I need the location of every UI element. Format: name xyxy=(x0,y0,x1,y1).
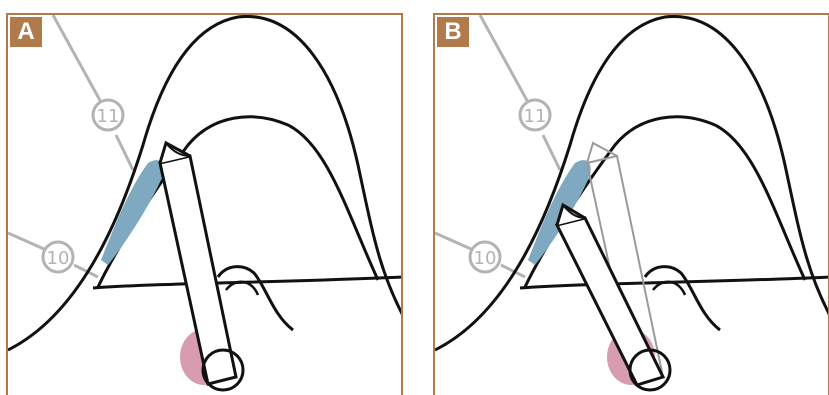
leader-line-10 xyxy=(435,233,471,249)
leader-line-11 xyxy=(480,15,535,115)
panel-a-illustration: 11 10 xyxy=(8,15,403,395)
leader-line-11-lower xyxy=(543,135,560,170)
callout-label-11: 11 xyxy=(97,106,120,127)
diagram-panel-b: 11 10 B xyxy=(433,13,829,395)
callout-label-11: 11 xyxy=(524,106,547,127)
panel-label-a: A xyxy=(10,17,42,47)
tongue-curve-outer xyxy=(645,267,720,330)
leader-line-11-lower xyxy=(116,135,133,170)
callout-label-10: 10 xyxy=(47,248,70,269)
callout-label-10: 10 xyxy=(474,248,497,269)
leader-line-11 xyxy=(53,15,108,115)
leader-line-10 xyxy=(8,233,44,249)
panel-label-b: B xyxy=(437,17,469,47)
tongue-curve-outer xyxy=(218,267,293,330)
outer-arch-outline xyxy=(435,16,829,350)
diagram-panel-a: 11 10 A xyxy=(6,13,403,395)
panel-b-illustration: 11 10 xyxy=(435,15,829,395)
